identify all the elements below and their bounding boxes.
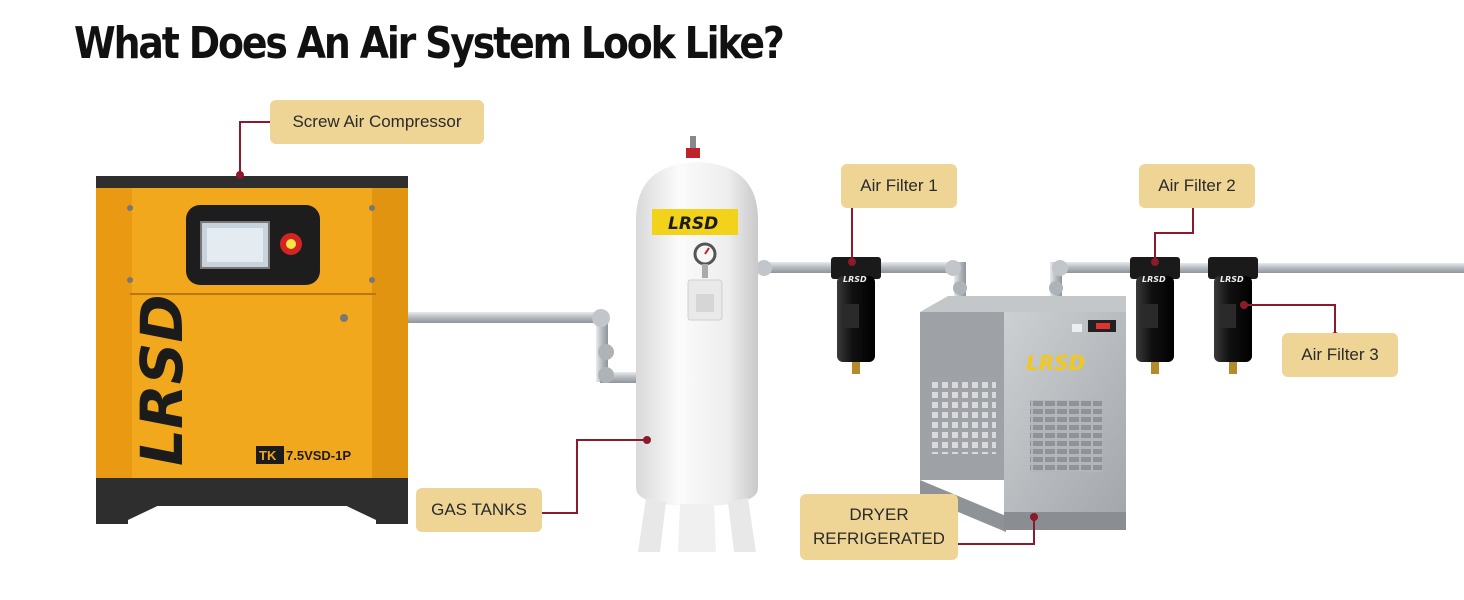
tank-brand-logo: LRSD — [668, 214, 718, 234]
air-filter-3: LRSD — [1208, 257, 1258, 374]
page-title: What Does An Air System Look Like? — [74, 18, 785, 69]
label-air-filter-1-text: Air Filter 1 — [860, 176, 938, 195]
compressor-brand-logo: LRSD — [128, 294, 196, 466]
model-number: 7.5VSD-1P — [286, 448, 351, 463]
label-screw-air-compressor-text: Screw Air Compressor — [292, 112, 462, 131]
label-air-filter-3-text: Air Filter 3 — [1301, 345, 1379, 364]
label-air-filter-2: Air Filter 2 — [1139, 164, 1255, 208]
label-air-filter-1: Air Filter 1 — [841, 164, 957, 208]
label-air-filter-2-text: Air Filter 2 — [1158, 176, 1236, 195]
label-gas-tanks-text: GAS TANKS — [431, 500, 527, 519]
model-prefix: TK — [259, 448, 277, 463]
filter-2-logo: LRSD — [1142, 275, 1166, 284]
gas-tank: LRSD — [636, 136, 758, 552]
filter-1-logo: LRSD — [843, 275, 867, 284]
refrigerated-dryer: LRSD — [920, 296, 1126, 532]
label-dryer-line2: REFRIGERATED — [813, 529, 945, 548]
label-screw-air-compressor: Screw Air Compressor — [270, 100, 484, 144]
filter-3-logo: LRSD — [1220, 275, 1244, 284]
dryer-brand-logo: LRSD — [1026, 351, 1085, 375]
label-dryer-refrigerated: DRYER REFRIGERATED — [800, 494, 958, 560]
label-gas-tanks: GAS TANKS — [416, 488, 542, 532]
air-filter-2: LRSD — [1130, 257, 1180, 374]
screw-air-compressor: LRSD TK 7.5VSD-1P — [96, 176, 408, 524]
air-filter-1: LRSD — [831, 257, 881, 374]
label-air-filter-3: Air Filter 3 — [1282, 333, 1398, 377]
piping — [405, 260, 1464, 383]
label-dryer-line1: DRYER — [849, 505, 909, 524]
